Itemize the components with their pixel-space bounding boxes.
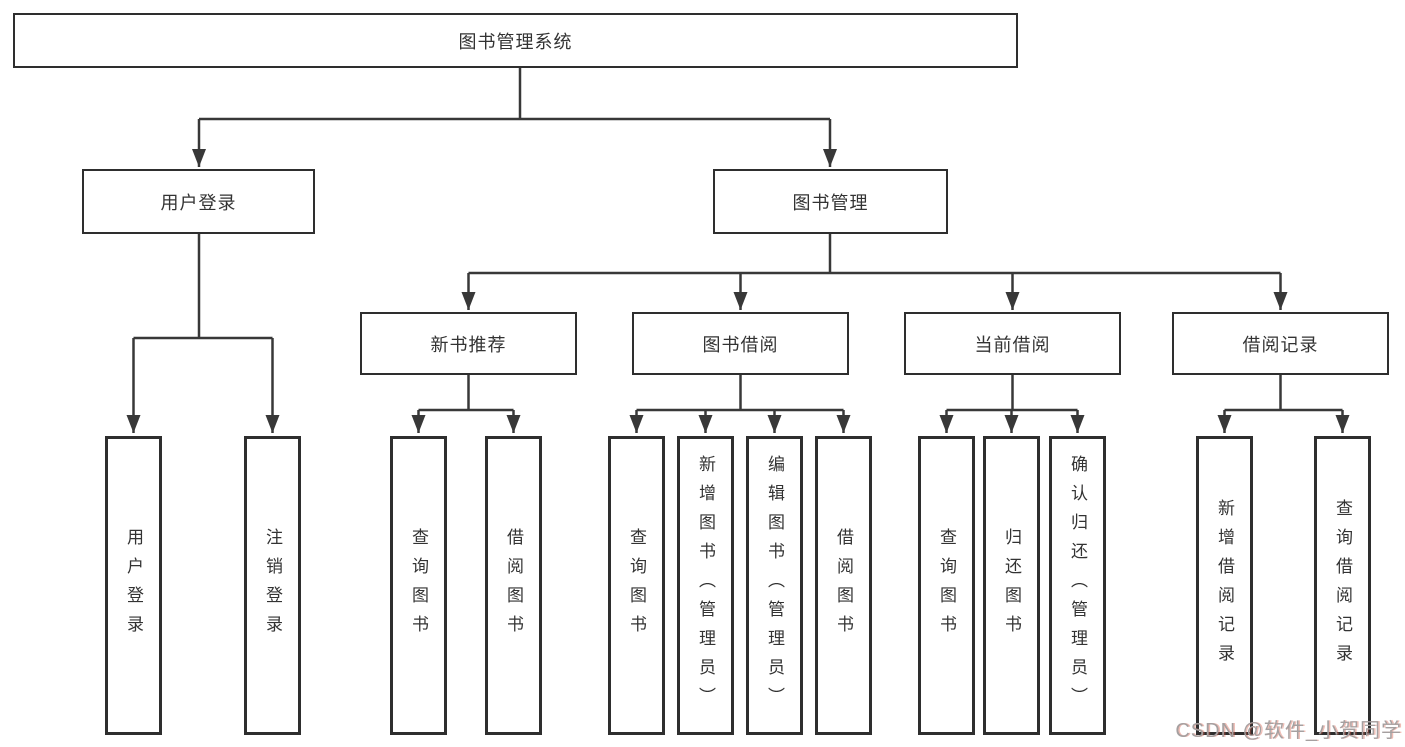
node-library-management-system: 图书管理系统 bbox=[13, 13, 1018, 68]
leaf-borrow-books-recommend: 借阅图书 bbox=[485, 436, 542, 735]
csdn-watermark: CSDN @软件_小贺同学 bbox=[1175, 720, 1402, 742]
node-current-borrowing: 当前借阅 bbox=[904, 312, 1121, 375]
node-new-book-recommend: 新书推荐 bbox=[360, 312, 577, 375]
leaf-query-borrow-record: 查询借阅记录 bbox=[1314, 436, 1371, 735]
node-user-login: 用户登录 bbox=[82, 169, 315, 234]
leaf-return-books: 归还图书 bbox=[983, 436, 1040, 735]
leaf-user-login: 用户登录 bbox=[105, 436, 162, 735]
leaf-confirm-return-admin: 确认归还（管理员） bbox=[1049, 436, 1106, 735]
leaf-query-books-borrowing: 查询图书 bbox=[608, 436, 665, 735]
leaf-add-borrow-record: 新增借阅记录 bbox=[1196, 436, 1253, 735]
node-borrowing-records: 借阅记录 bbox=[1172, 312, 1389, 375]
leaf-query-books-recommend: 查询图书 bbox=[390, 436, 447, 735]
leaf-add-books-admin: 新增图书（管理员） bbox=[677, 436, 734, 735]
node-book-borrowing: 图书借阅 bbox=[632, 312, 849, 375]
leaf-logout: 注销登录 bbox=[244, 436, 301, 735]
leaf-borrow-books: 借阅图书 bbox=[815, 436, 872, 735]
leaf-query-books-current: 查询图书 bbox=[918, 436, 975, 735]
leaf-edit-books-admin: 编辑图书（管理员） bbox=[746, 436, 803, 735]
node-book-management: 图书管理 bbox=[713, 169, 948, 234]
